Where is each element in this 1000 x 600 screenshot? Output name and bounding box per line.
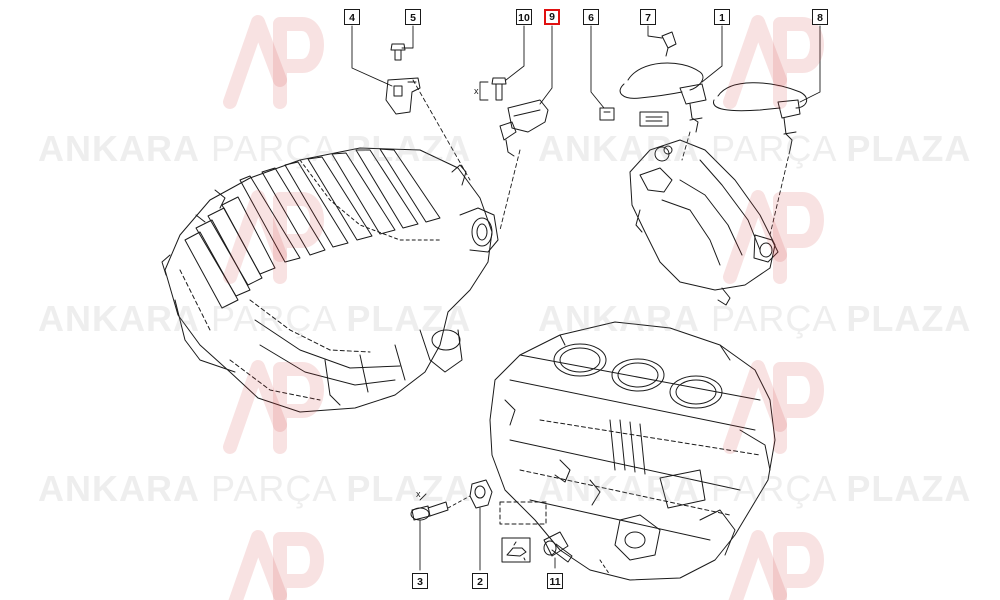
callout-2[interactable]: 2	[472, 573, 488, 589]
oil-pressure-symbol	[501, 537, 531, 563]
callout-8[interactable]: 8	[812, 9, 828, 25]
part-8-oxygen-sensor-drawing	[713, 82, 808, 151]
leader-lines	[351, 25, 821, 571]
engine-block-drawing	[489, 321, 776, 581]
torque-mark-label: x	[416, 489, 421, 499]
callout-11[interactable]: 11	[547, 573, 563, 589]
dashed-reference-box	[499, 501, 547, 525]
part-11-switch-drawing	[543, 531, 573, 563]
part-2-knock-sensor-drawing	[469, 479, 493, 509]
part-10-bolt-drawing	[491, 77, 507, 101]
gasket-drawing	[639, 111, 669, 127]
callout-1[interactable]: 1	[714, 9, 730, 25]
part-1-oxygen-sensor-drawing	[619, 62, 707, 133]
torque-mark-label: x	[474, 86, 479, 96]
catalyst-heat-shield-drawing	[629, 139, 779, 306]
callout-5[interactable]: 5	[405, 9, 421, 25]
part-3-bolt-drawing	[410, 501, 449, 521]
callout-10[interactable]: 10	[516, 9, 532, 25]
part-5-bolt-drawing	[390, 43, 406, 61]
callout-4[interactable]: 4	[344, 9, 360, 25]
part-9-sensor-drawing	[499, 99, 549, 157]
callout-9[interactable]: 9	[544, 9, 560, 25]
part-4-sensor-drawing	[385, 77, 421, 115]
callout-6[interactable]: 6	[583, 9, 599, 25]
callout-3[interactable]: 3	[412, 573, 428, 589]
intake-manifold-drawing	[161, 147, 499, 413]
part-7-clip-drawing	[661, 31, 677, 57]
callout-7[interactable]: 7	[640, 9, 656, 25]
part-6-connector-drawing	[599, 107, 615, 121]
